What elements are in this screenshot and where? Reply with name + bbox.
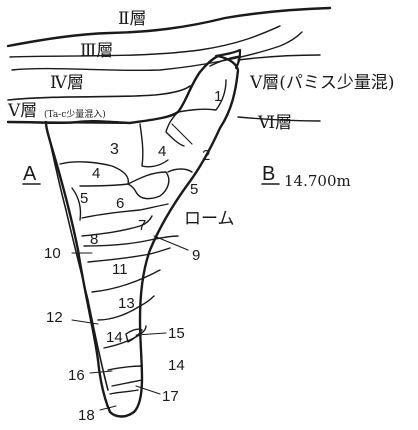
boundary-layer6-right	[237, 116, 321, 122]
label-layer-4: Ⅳ層	[50, 73, 84, 93]
leader-16	[89, 370, 113, 374]
fill-boundary-8	[81, 215, 153, 237]
fill-number-18: 18	[78, 407, 95, 424]
fill-boundary-14a	[97, 295, 155, 321]
leader-17	[135, 385, 161, 395]
label-loam: ローム	[184, 209, 235, 229]
boundary-ground-surface-right	[214, 48, 242, 70]
boundary-layer3-layer4	[11, 31, 303, 72]
fill-boundary-15	[125, 328, 143, 343]
fill-boundary-11	[87, 247, 171, 263]
fill-boundary-18	[109, 389, 139, 395]
strata-boundaries	[6, 6, 332, 124]
fill-layer-boundaries	[59, 79, 227, 395]
fill-number-5-left: 5	[80, 190, 88, 207]
leader-12	[71, 319, 99, 325]
fill-boundary-5a	[71, 187, 82, 221]
boundary-layer4-layer5	[7, 85, 191, 101]
fill-number-2: 2	[202, 147, 210, 164]
label-layer-3: Ⅲ層	[80, 41, 113, 61]
section-markers: A B 14.700m	[23, 163, 351, 190]
strata-labels: Ⅱ層 Ⅲ層 Ⅳ層 Ⅴ層 (Ta-c少量混入) Ⅴ層(パミス少量混) Ⅵ層 ローム	[7, 9, 395, 229]
fill-number-4-left: 4	[92, 165, 100, 182]
boundary-top-layer2	[6, 6, 332, 48]
fill-boundary-16	[107, 365, 143, 371]
fill-number-3: 3	[110, 141, 119, 158]
leader-18	[99, 405, 117, 411]
fill-boundary-1	[177, 79, 227, 113]
fill-number-1: 1	[214, 88, 222, 105]
leader-9	[153, 235, 189, 251]
fill-boundary-7	[81, 203, 169, 219]
section-point-a: A	[23, 163, 37, 185]
fill-boundary-2	[165, 111, 185, 147]
fill-number-8: 8	[90, 231, 98, 248]
fill-number-9: 9	[192, 247, 200, 264]
leader-2	[171, 123, 193, 145]
fill-number-16: 16	[68, 367, 85, 384]
label-layer-6: Ⅵ層	[257, 113, 292, 133]
fill-number-14-upper: 14	[106, 329, 123, 346]
fill-boundary-5b	[167, 168, 193, 173]
fill-number-14-right: 14	[168, 357, 185, 374]
fill-number-12: 12	[46, 309, 63, 326]
label-layer-5-left-note: (Ta-c少量混入)	[44, 109, 106, 120]
section-point-b: B	[262, 163, 275, 185]
elevation-label: 14.700m	[284, 172, 351, 190]
fill-number-10: 10	[44, 245, 61, 262]
leader-lines	[22, 123, 280, 411]
label-layer-5-left: Ⅴ層	[7, 101, 37, 121]
boundary-far-right	[209, 54, 321, 67]
fill-boundary-13	[91, 269, 161, 293]
fill-number-7: 7	[138, 217, 146, 234]
pit-outline	[6, 54, 240, 418]
fill-number-15: 15	[168, 325, 185, 342]
fill-number-17: 17	[162, 388, 179, 405]
label-layer-5-right: Ⅴ層(パミス少量混)	[249, 73, 395, 93]
fill-number-11: 11	[112, 261, 128, 278]
fill-number-4-upper-right: 4	[158, 143, 166, 160]
fill-number-6: 6	[116, 195, 124, 212]
pit-outer-wall	[6, 54, 240, 418]
label-layer-2: Ⅱ層	[118, 9, 147, 29]
fill-number-13: 13	[118, 295, 135, 312]
fill-layer-numbers: 1 2 3 4 4 5 5 6 7 8 9 10 11 12 13 14 14 …	[44, 88, 222, 424]
fill-boundary-3	[139, 123, 169, 168]
fill-boundary-4a	[59, 161, 129, 187]
fill-boundary-9	[83, 235, 179, 247]
fill-boundary-6	[127, 171, 170, 200]
leader-15	[135, 332, 167, 336]
fill-boundary-17	[111, 379, 143, 387]
fill-number-5-right: 5	[190, 181, 198, 198]
boundary-layer2-layer3	[9, 25, 281, 58]
